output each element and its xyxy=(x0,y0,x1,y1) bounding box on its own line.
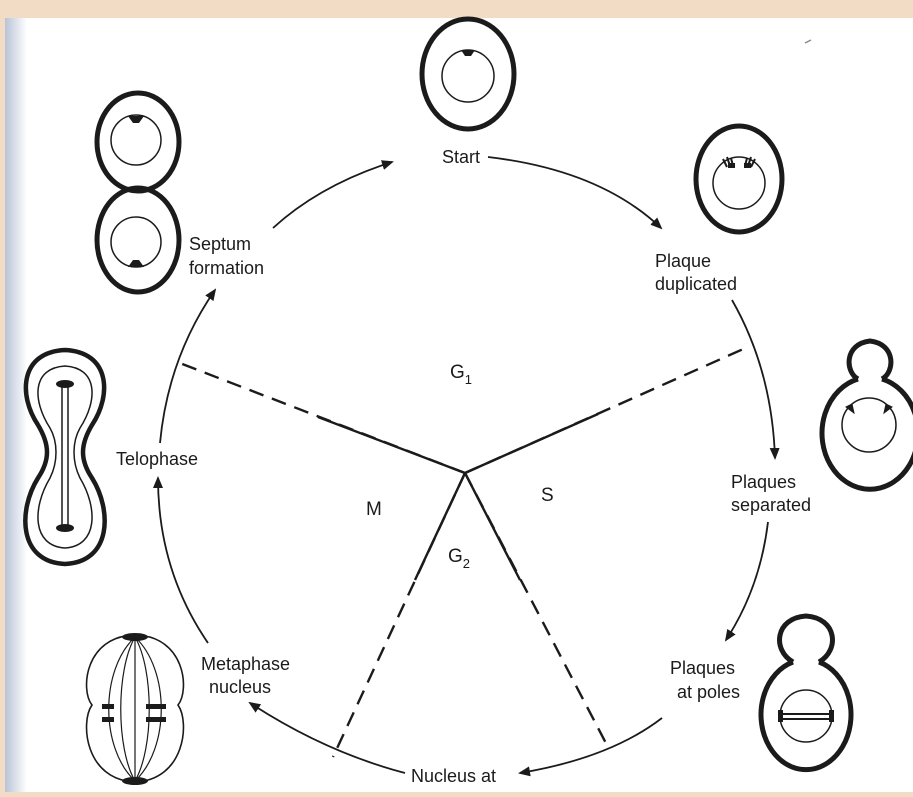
label-plaque-2: duplicated xyxy=(655,274,737,294)
phase-m-label: M xyxy=(366,499,382,520)
label-telophase: Telophase xyxy=(116,449,198,469)
phase-s-label: S xyxy=(541,485,554,506)
label-poles-2: at poles xyxy=(677,682,740,702)
label-metaphase-2: nucleus xyxy=(209,677,271,697)
label-metaphase-1: Metaphase xyxy=(201,654,290,674)
label-nucleus-at: Nucleus at xyxy=(411,766,496,786)
label-septum-1: Septum xyxy=(189,234,251,254)
label-start: Start xyxy=(442,147,480,167)
label-plaque-1: Plaque xyxy=(655,251,711,271)
label-separated-1: Plaques xyxy=(731,472,796,492)
page-edge-shadow xyxy=(5,18,27,792)
label-septum-2: formation xyxy=(189,258,264,278)
label-poles-1: Plaques xyxy=(670,658,735,678)
label-separated-2: separated xyxy=(731,495,811,515)
